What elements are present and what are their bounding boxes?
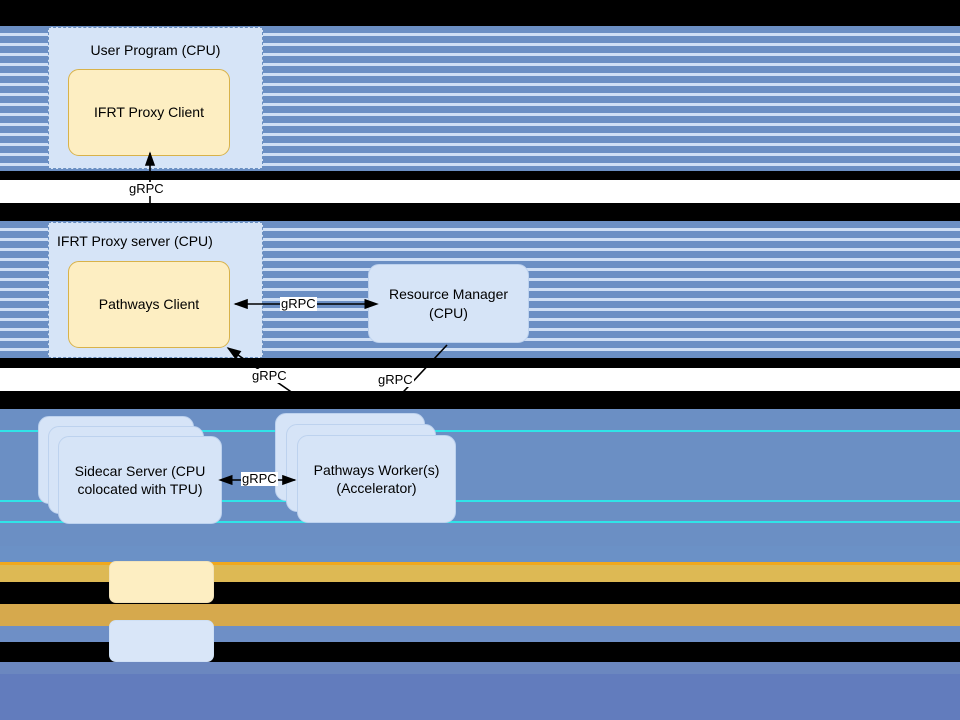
edge-label-sidecar-workers: gRPC [241, 471, 278, 487]
node-pathways-workers[interactable]: Pathways Worker(s) (Accelerator) [297, 435, 456, 523]
artifact-slate-band [0, 674, 960, 720]
group-title-user-program: User Program (CPU) [90, 42, 221, 58]
edge-label-rm-to-workers: gRPC [377, 372, 414, 388]
artifact-cyan-line [0, 430, 960, 432]
legend-swatch-blue [109, 620, 214, 662]
artifact-slate-band [0, 546, 960, 562]
edge-label-rm-pathways-client: gRPC [280, 296, 317, 312]
node-label-line1: Pathways Worker(s) [313, 461, 440, 478]
node-label: Pathways Client [98, 295, 200, 312]
artifact-black-band [0, 582, 960, 604]
artifact-slate-band [0, 626, 960, 642]
artifact-black-band [0, 391, 960, 409]
edge-rm-to-workers [390, 344, 448, 406]
artifact-black-band [0, 642, 960, 662]
node-label-line2: (CPU) [429, 304, 468, 321]
node-pathways-client[interactable]: Pathways Client [68, 261, 230, 348]
node-label-line1: Resource Manager [388, 286, 509, 303]
node-sidecar-server[interactable]: Sidecar Server (CPU colocated with TPU) [58, 436, 222, 524]
edge-label-sidecar-to-pathways-client: gRPC [251, 368, 288, 384]
artifact-black-band [0, 171, 960, 180]
node-label-line2: colocated with TPU) [77, 481, 203, 497]
artifact-white-band [0, 368, 960, 391]
legend-swatch-cream [109, 561, 214, 603]
artifact-black-band [0, 203, 960, 221]
artifact-black-band [0, 358, 960, 368]
node-label: IFRT Proxy Client [94, 103, 204, 120]
artifact-cyan-line [0, 500, 960, 502]
artifact-cyan-line [0, 521, 960, 523]
artifact-gold-line [0, 562, 960, 565]
group-title-ifrt-proxy-server: IFRT Proxy server (CPU) [57, 233, 213, 249]
edge-label-server-to-client: gRPC [128, 181, 165, 197]
node-ifrt-proxy-client[interactable]: IFRT Proxy Client [68, 69, 230, 156]
artifact-slate-band [0, 662, 960, 674]
artifact-gold-band [0, 604, 960, 626]
artifact-gold-band [0, 565, 960, 582]
node-resource-manager[interactable]: Resource Manager (CPU) [368, 264, 529, 343]
node-label-line1: Sidecar Server (CPU [74, 462, 206, 479]
artifact-black-band [0, 0, 960, 26]
node-label-line2: (Accelerator) [336, 480, 417, 496]
artifact-white-band [0, 180, 960, 203]
